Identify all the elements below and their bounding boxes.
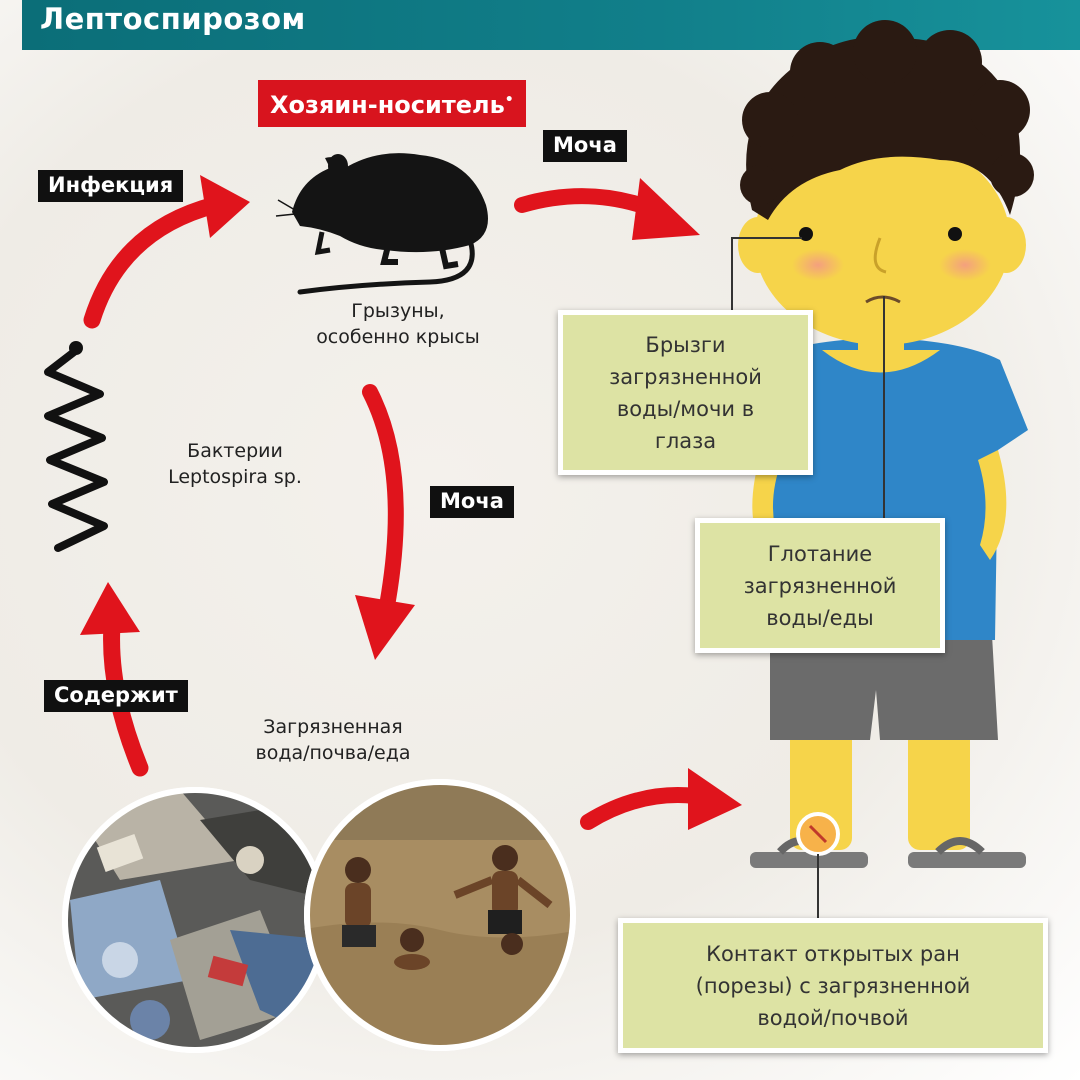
arrow-urine-top [514, 178, 700, 240]
arrow-infection [83, 175, 250, 329]
host-label: Хозяин-носитель• [258, 80, 526, 127]
box-open-wounds-line-1: Контакт открытых ран [706, 941, 960, 966]
box-open-wounds-line-3: водой/почвой [757, 1005, 909, 1030]
host-label-text: Хозяин-носитель [270, 91, 505, 119]
box-eye-splash-line-1: Брызги [645, 332, 726, 357]
bacteria-caption-line-2: Leptospira sp. [168, 466, 302, 488]
rodent-caption: Грызуны, особенно крысы [288, 298, 508, 350]
box-swallowing: Глотание загрязненной воды/еды [695, 518, 945, 653]
flood-water-photo [304, 779, 576, 1051]
bacteria-caption-line-1: Бактерии [187, 440, 283, 462]
box-eye-splash-line-4: глаза [654, 428, 717, 453]
bacteria-spiral-icon [44, 341, 108, 552]
environment-caption-line-2: вода/почва/еда [255, 742, 411, 764]
box-swallowing-line-3: воды/еды [766, 605, 874, 630]
rat-icon [275, 153, 488, 295]
label-urine-middle: Моча [430, 486, 514, 518]
garbage-photo [62, 787, 328, 1053]
box-open-wounds: Контакт открытых ран (порезы) с загрязне… [618, 918, 1048, 1053]
box-open-wounds-line-2: (порезы) с загрязненной [695, 973, 971, 998]
arrow-contains [80, 582, 149, 777]
environment-caption: Загрязненная вода/почва/еда [218, 714, 448, 766]
bacteria-caption: Бактерии Leptospira sp. [140, 438, 330, 490]
arrow-urine-middle [355, 384, 415, 660]
box-eye-splash: Брызги загрязненной воды/мочи в глаза [558, 310, 813, 475]
rodent-caption-line-2: особенно крысы [316, 326, 480, 348]
box-eye-splash-line-2: загрязненной [609, 364, 762, 389]
rodent-caption-line-1: Грызуны, [351, 300, 445, 322]
arrow-to-wound [580, 768, 742, 830]
environment-caption-line-1: Загрязненная [263, 716, 403, 738]
label-infection: Инфекция [38, 170, 184, 202]
pointer-lines [731, 237, 885, 920]
host-label-marker: • [504, 92, 514, 108]
label-contains: Содержит [44, 680, 188, 712]
box-swallowing-line-2: загрязненной [743, 573, 897, 598]
title-bar: Лептоспирозом [22, 0, 1080, 50]
box-swallowing-line-1: Глотание [767, 541, 873, 566]
label-urine-top: Моча [543, 130, 627, 162]
box-eye-splash-line-3: воды/мочи в [616, 396, 755, 421]
page-title: Лептоспирозом [40, 2, 306, 36]
